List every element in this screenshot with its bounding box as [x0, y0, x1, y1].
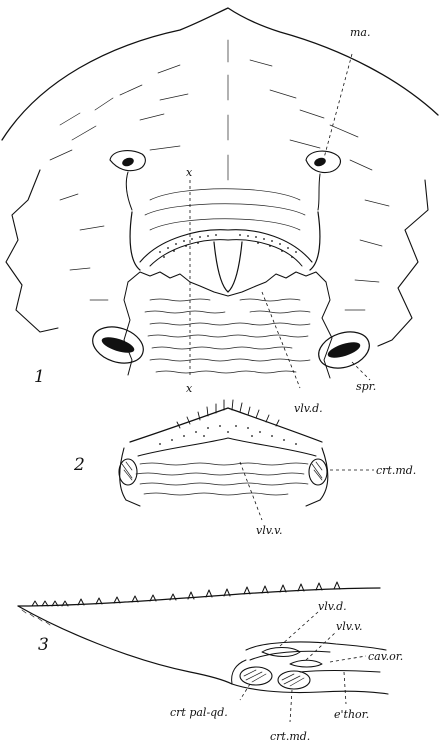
leader-vlv-d	[262, 292, 300, 388]
label-fig3-vlv-d: vlv.d.	[318, 600, 347, 613]
label-spr: spr.	[356, 380, 376, 393]
left-spiracle	[88, 321, 148, 369]
palatoquadrate-cartilage	[240, 667, 272, 685]
figure-number-3: 3	[38, 635, 49, 655]
right-nasal-aperture	[306, 151, 340, 210]
lower-jaw-edge	[128, 272, 326, 296]
label-ma: ma.	[350, 26, 371, 39]
fig3-ventral-valve	[290, 660, 322, 667]
label-cav-or: cav.or.	[368, 650, 403, 663]
lower-surface-lines	[145, 299, 310, 373]
fig3-mandibular-cartilage	[278, 671, 310, 689]
label-x-bottom: x	[186, 382, 193, 395]
right-mandibular-cartilage	[309, 459, 327, 485]
figure-number-1: 1	[34, 367, 45, 387]
leader-fig3-crt-md	[290, 690, 292, 722]
label-fig3-crt-md: crt.md.	[270, 730, 310, 743]
leader-vlv-v	[240, 462, 262, 520]
figure-number-2: 2	[73, 455, 85, 475]
label-e-thor: e'thor.	[334, 708, 369, 721]
label-vlv-v: vlv.v.	[256, 524, 283, 537]
dorsal-valve	[214, 242, 242, 292]
leader-fig3-vlv-v	[306, 632, 336, 660]
head-shading	[50, 60, 389, 310]
label-crt-md: crt.md.	[376, 464, 416, 477]
leader-fig3-vlv-d	[280, 612, 318, 646]
figure-3-sagittal-section: vlv.d. vlv.v. cav.or. crt pal-qd. crt.md…	[18, 582, 403, 743]
label-vlv-d: vlv.d.	[294, 402, 323, 415]
leader-spr	[352, 362, 370, 380]
leader-cav-or	[330, 656, 366, 662]
jaw-block-lines	[136, 463, 308, 495]
label-x-top: x	[186, 166, 193, 179]
left-mandibular-cartilage	[119, 459, 137, 485]
label-crt-pal-qd: crt pal-qd.	[170, 706, 228, 719]
right-spiracle	[314, 326, 374, 374]
upper-lip-arc	[130, 212, 320, 270]
label-fig3-vlv-v: vlv.v.	[336, 620, 363, 633]
jaw-block-outline	[120, 448, 328, 500]
leader-e-thor	[344, 672, 346, 704]
figure-1-head-ventral-view: ma. x x spr. vlv.d. 1	[2, 8, 438, 415]
left-nasal-aperture	[110, 151, 145, 210]
upper-mouth-wall	[246, 642, 386, 650]
upper-dental-band	[140, 230, 312, 262]
ventral-outline	[18, 606, 232, 684]
left-body-edge	[6, 170, 58, 332]
ridge-spines	[177, 400, 279, 428]
dorsal-denticles	[32, 582, 340, 606]
leader-ma	[324, 54, 352, 158]
figure-2-lower-jaw-view: crt.md. vlv.v. 2	[73, 400, 416, 537]
